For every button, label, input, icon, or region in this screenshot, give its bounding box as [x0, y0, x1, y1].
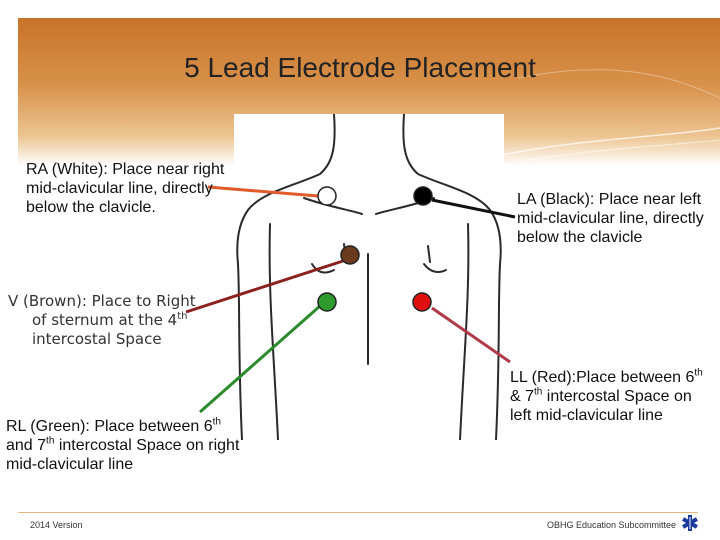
label-rl-mid: and 7 — [6, 437, 47, 454]
electrode-rl — [317, 292, 337, 312]
label-la: LA (Black): Place near left mid-clavicul… — [517, 191, 704, 246]
leader-line-la — [431, 198, 516, 219]
footer-version: 2014 Version — [30, 520, 83, 530]
label-v-line2-text: of sternum at the 4 — [32, 311, 178, 329]
label-ll-post: intercostal Space on left mid-clavicular… — [510, 388, 692, 424]
label-v-line1: V (Brown): Place to Right — [8, 292, 196, 310]
label-ll-pre: LL (Red):Place between 6 — [510, 369, 695, 386]
electrode-ra — [317, 186, 337, 206]
label-ra: RA (White): Place near right mid-clavicu… — [26, 161, 225, 216]
electrode-ll — [412, 292, 432, 312]
label-ll-mid: & 7 — [510, 388, 535, 405]
label-rl: RL (Green): Place between 6th and 7th in… — [6, 417, 246, 474]
leader-line-ll — [431, 306, 511, 364]
slide-title: 5 Lead Electrode Placement — [184, 52, 536, 83]
footer-rule — [18, 512, 698, 513]
label-ll: LL (Red):Place between 6th & 7th interco… — [510, 368, 715, 425]
footer-organization: OBHG Education Subcommittee — [547, 520, 677, 530]
label-v-sup: th — [177, 311, 188, 322]
label-ll-sup1: th — [694, 367, 703, 379]
header-swoosh — [487, 69, 720, 166]
label-v-line3: intercostal Space — [32, 330, 162, 348]
electrode-la — [413, 186, 433, 206]
torso-photo — [234, 113, 504, 441]
label-v-line2: of sternum at the 4th — [8, 311, 223, 330]
leader-line-rl — [199, 304, 321, 414]
label-rl-sup1: th — [212, 416, 221, 428]
leader-line-v — [185, 258, 347, 314]
label-rl-sup2: th — [46, 435, 55, 447]
leader-line-ra — [207, 185, 319, 198]
star-of-life-icon — [682, 515, 698, 531]
label-ll-sup2: th — [534, 386, 543, 398]
label-v: V (Brown): Place to Right of sternum at … — [8, 292, 223, 349]
label-rl-pre: RL (Green): Place between 6 — [6, 418, 213, 435]
electrode-v — [340, 245, 360, 265]
label-rl-post: intercostal Space on right mid-clavicula… — [6, 437, 240, 473]
